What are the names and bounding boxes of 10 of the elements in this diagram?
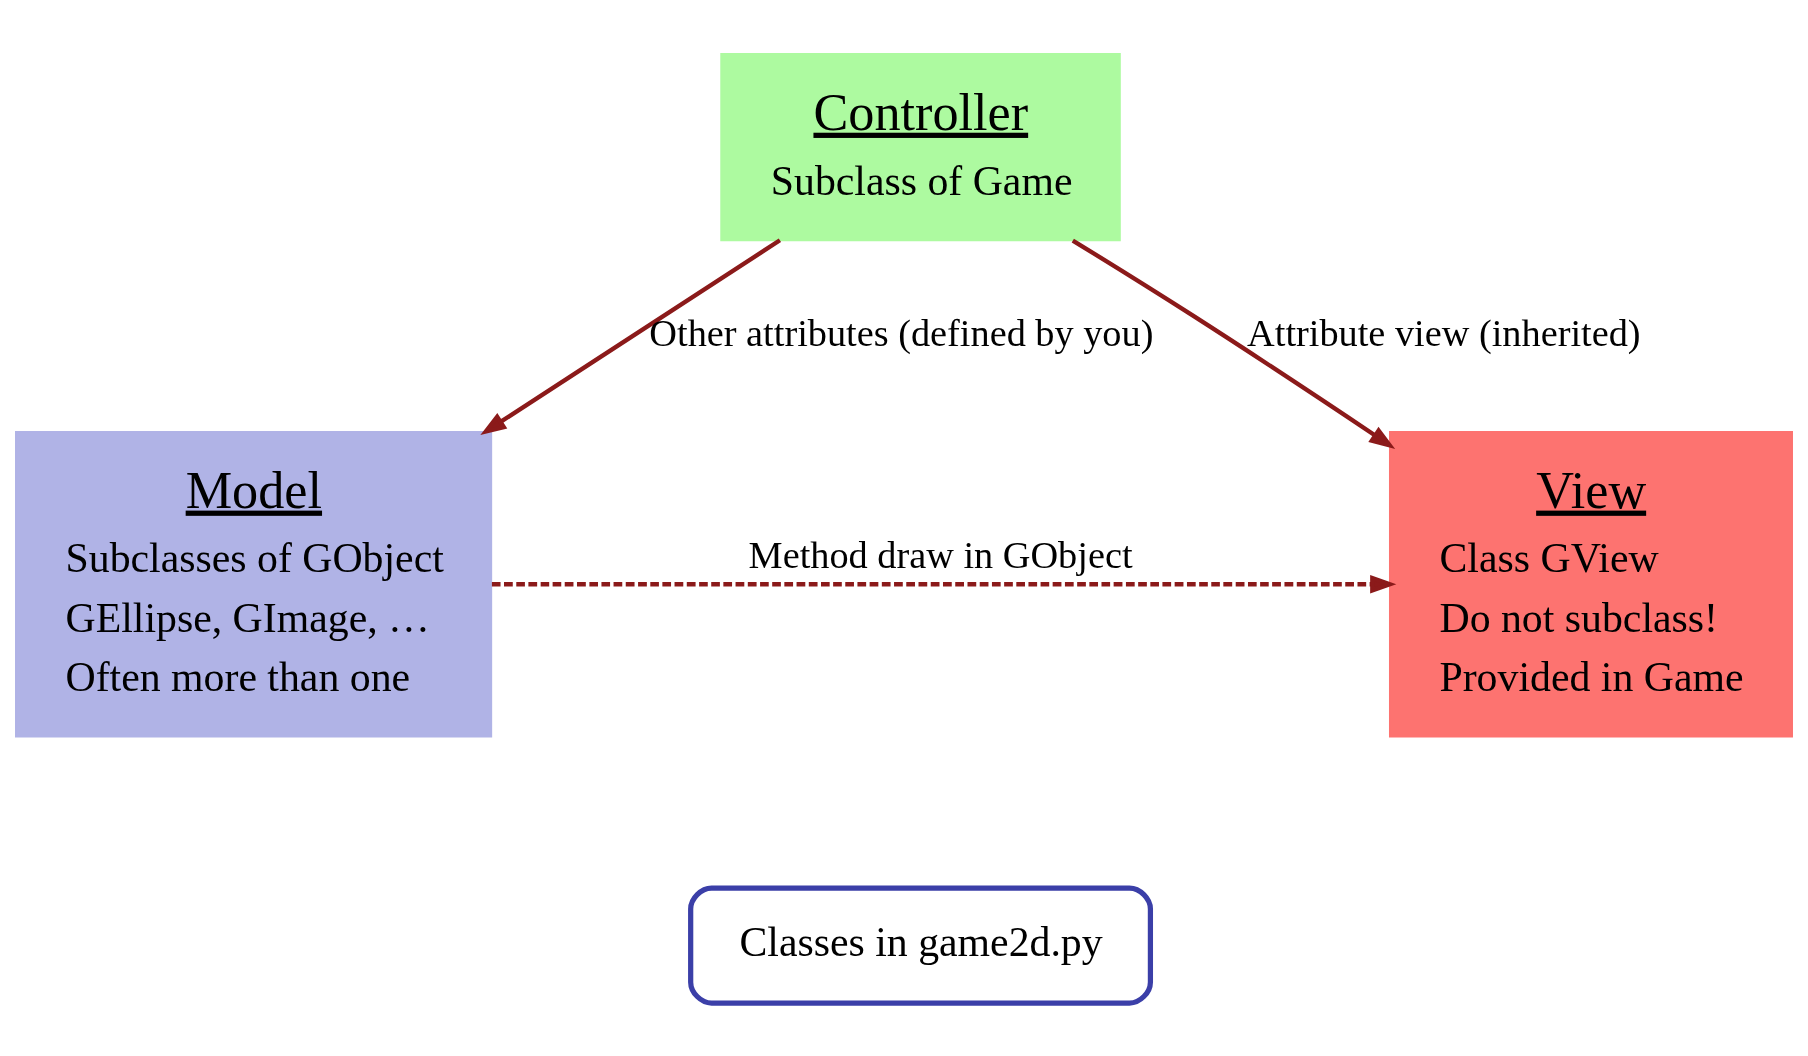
arrow [491,574,1397,593]
arrow [1071,238,1396,449]
node-box: View Class GView Do not subclass! Provided in Game [1389,430,1793,737]
node-box: Classes in game2d.py [688,885,1153,1006]
arrow [480,237,782,435]
node-box: Model Subclasses of GObject GEllipse, GImage, … Often more than one [15,430,493,737]
edge-label: Attribute view (inherited) [1247,311,1641,354]
edge-label: Other attributes (defined by you) [649,311,1154,354]
node-box: Controller Subclass of Game [720,52,1121,241]
edge-label: Method draw in GObject [748,533,1133,576]
